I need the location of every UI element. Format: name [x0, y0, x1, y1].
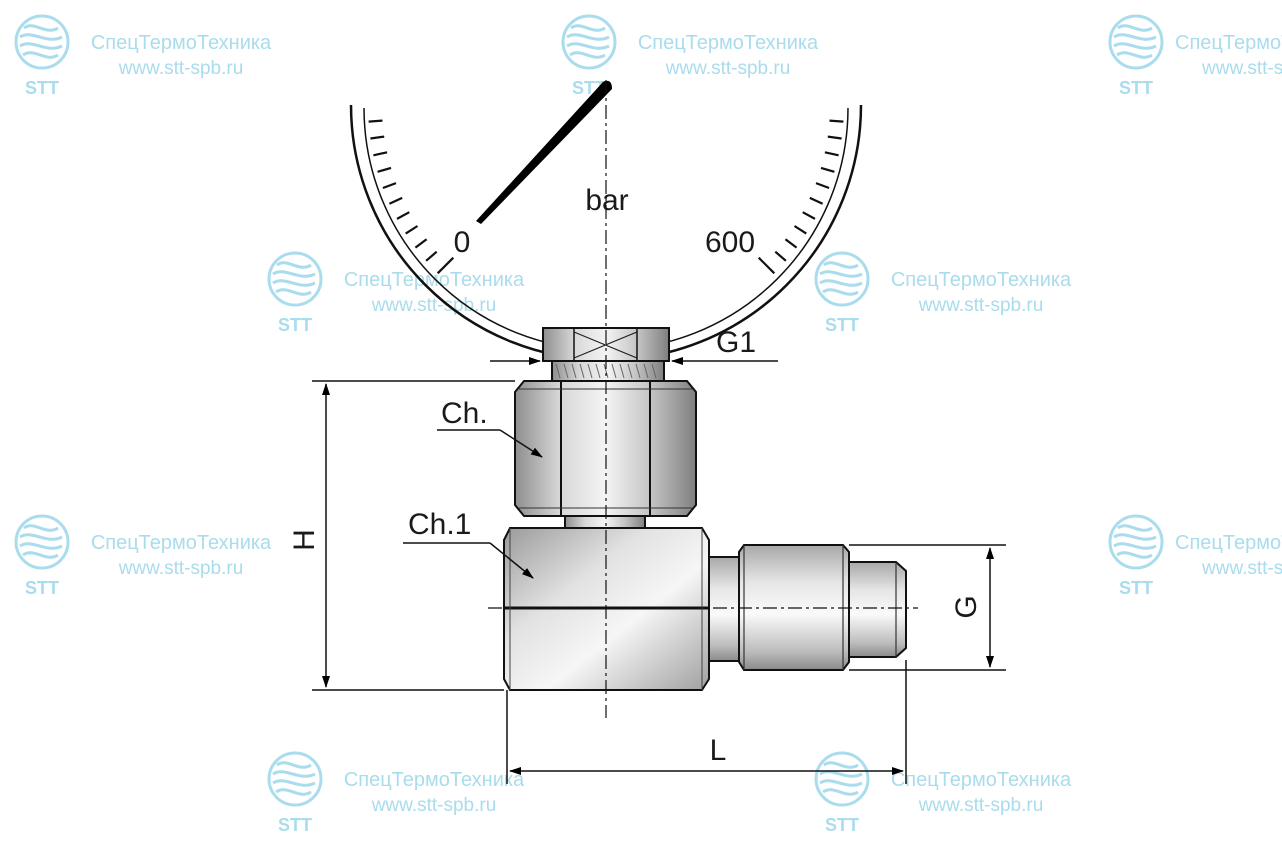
pressure-gauge: bar 0 600: [349, 80, 863, 362]
watermark-2: STT СпецТермоТехника www.stt-spb.ru: [561, 14, 819, 98]
watermark-9: STT СпецТермоТехника www.stt-spb.ru: [814, 751, 1072, 835]
dimension-l: L: [506, 660, 907, 784]
gauge-scale-max: 600: [705, 226, 755, 259]
watermark-3: STT СпецТермоТехника www.stt-spb.ru: [1108, 14, 1282, 98]
leader-ch1-label: Ch.1: [408, 508, 471, 541]
watermark-4: STT СпецТермоТехника www.stt-spb.ru: [267, 251, 525, 335]
gauge-tick: [425, 250, 438, 262]
watermark-logo-icon: [14, 14, 70, 70]
watermark-brand: СпецТермоТехника: [344, 269, 525, 291]
watermark-logo-icon: [14, 514, 70, 570]
gauge-tick: [820, 166, 835, 173]
dimension-g-label: G: [950, 595, 983, 618]
watermark-logo-icon: [814, 751, 870, 807]
gauge-tick: [370, 135, 385, 140]
watermark-8: STT СпецТермоТехника www.stt-spb.ru: [267, 751, 525, 835]
watermark-brand: СпецТермоТехника: [91, 532, 272, 554]
gauge-tick: [802, 211, 816, 220]
dimension-l-label: L: [710, 734, 727, 767]
gauge-tick: [368, 119, 383, 123]
dimension-g1-label: G1: [716, 326, 756, 359]
gauge-tick: [809, 196, 824, 205]
watermark-brand: СпецТермоТехника: [344, 769, 525, 791]
watermark-5: STT СпецТермоТехника www.stt-spb.ru: [814, 251, 1072, 335]
watermark-brand: СпецТермоТехника: [638, 32, 819, 54]
gauge-tick: [774, 250, 787, 262]
gauge-tick: [436, 256, 455, 275]
watermark-url: www.stt-spb.ru: [371, 795, 497, 816]
watermark-logo-text: STT: [1119, 578, 1153, 598]
watermark-brand: СпецТермоТехника: [1175, 32, 1282, 54]
watermark-logo-text: STT: [25, 578, 59, 598]
watermark-brand: СпецТермоТехника: [91, 32, 272, 54]
watermark-logo-text: STT: [278, 315, 312, 335]
watermark-url: www.stt-spb.ru: [918, 795, 1044, 816]
watermark-url: www.stt-spb.ru: [665, 58, 791, 79]
watermark-logo-icon: [267, 251, 323, 307]
leader-ch1: Ch.1: [403, 508, 534, 579]
watermark-7: STT СпецТермоТехника www.stt-spb.ru: [1108, 514, 1282, 598]
leader-ch: Ch.: [437, 397, 543, 458]
dimension-h-label: H: [288, 529, 321, 551]
watermark-url: www.stt-spb.ru: [1201, 58, 1282, 79]
watermark-logo-text: STT: [278, 815, 312, 835]
gauge-tick: [373, 151, 388, 157]
watermark-brand: СпецТермоТехника: [891, 769, 1072, 791]
watermark-url: www.stt-spb.ru: [1201, 558, 1282, 579]
gauge-tick: [784, 238, 798, 249]
watermark-url: www.stt-spb.ru: [918, 295, 1044, 316]
thread-collar: [551, 360, 665, 382]
dimension-g: G: [849, 544, 1006, 671]
watermark-logo-text: STT: [25, 78, 59, 98]
gauge-tick: [396, 211, 410, 220]
gauge-scale-ticks: [368, 119, 844, 275]
watermark-url: www.stt-spb.ru: [371, 295, 497, 316]
gauge-tick: [405, 225, 419, 235]
leader-ch-label: Ch.: [441, 397, 488, 430]
gauge-tick: [827, 135, 842, 140]
watermark-logo-icon: [561, 14, 617, 70]
gauge-tick: [815, 182, 830, 190]
gauge-tick: [414, 238, 428, 249]
watermark-brand: СпецТермоТехника: [891, 269, 1072, 291]
watermark-logo-icon: [1108, 514, 1164, 570]
connector-neck: [564, 515, 646, 529]
watermark-logo-text: STT: [825, 815, 859, 835]
gauge-tick: [377, 166, 392, 173]
watermark-logo-text: STT: [1119, 78, 1153, 98]
watermark-url: www.stt-spb.ru: [118, 58, 244, 79]
watermark-1: STT СпецТермоТехника www.stt-spb.ru: [14, 14, 272, 98]
watermark-url: www.stt-spb.ru: [118, 558, 244, 579]
gauge-tick: [757, 256, 776, 275]
watermark-logo-icon: [1108, 14, 1164, 70]
watermark-logo-icon: [814, 251, 870, 307]
watermark-logo-icon: [267, 751, 323, 807]
gauge-tick: [793, 225, 807, 235]
gauge-tick: [829, 119, 844, 123]
gauge-scale-min: 0: [454, 226, 471, 259]
dimension-h: H: [288, 380, 515, 691]
gauge-tick: [824, 151, 839, 157]
watermark-brand: СпецТермоТехника: [1175, 532, 1282, 554]
gauge-tick: [388, 196, 403, 205]
watermark-6: STT СпецТермоТехника www.stt-spb.ru: [14, 514, 272, 598]
gauge-unit-label: bar: [585, 184, 628, 217]
dimension-g1: G1: [490, 326, 778, 365]
gauge-needle: [476, 80, 612, 224]
watermark-logo-text: STT: [825, 315, 859, 335]
gauge-tick: [382, 182, 397, 190]
